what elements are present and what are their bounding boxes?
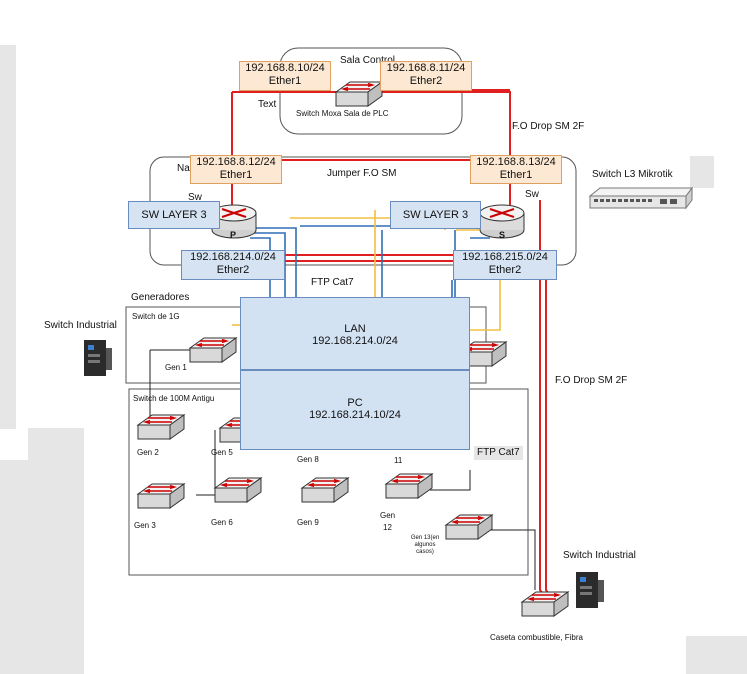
fo-drop-right-label: F.O Drop SM 2F bbox=[555, 375, 628, 386]
switch-gen13-icon bbox=[445, 514, 493, 540]
switch-gen3-icon bbox=[137, 483, 185, 509]
background-panel-left bbox=[0, 45, 16, 429]
ftp-link-6 bbox=[470, 280, 501, 331]
generadores-label: Generadores bbox=[131, 292, 190, 303]
ip-813-text: 192.168.8.13/24 bbox=[476, 156, 556, 168]
switch-1g-label: Switch de 1G bbox=[132, 312, 180, 321]
lan-box: LAN 192.168.214.0/24 bbox=[240, 297, 470, 370]
fiber-link-top-right bbox=[380, 91, 511, 160]
ftp-cat7-box-label: FTP Cat7 bbox=[474, 446, 523, 460]
ether1-top-text: Ether1 bbox=[268, 75, 302, 87]
ftp-cat7-top-label: FTP Cat7 bbox=[311, 277, 354, 288]
router-s-label: S bbox=[499, 230, 506, 240]
link-gen3 bbox=[196, 430, 216, 496]
mikrotik-label: Switch L3 Mikrotik bbox=[592, 169, 673, 180]
mikrotik-device-icon bbox=[588, 186, 693, 210]
ether2-right-text: Ether2 bbox=[488, 264, 522, 276]
sw-layer3-left-box: SW LAYER 3 bbox=[128, 201, 220, 229]
link-gen13 bbox=[488, 529, 536, 590]
gen9-label: Gen 9 bbox=[297, 518, 319, 527]
switch-industrial-left-label: Switch Industrial bbox=[44, 320, 117, 331]
switch-gen12-icon bbox=[385, 473, 433, 499]
switch-gen1-icon bbox=[189, 337, 237, 363]
ip-812-text: 192.168.8.12/24 bbox=[196, 156, 276, 168]
ether1-left-text: Ether1 bbox=[219, 169, 253, 181]
fiber-drop-2 bbox=[545, 280, 554, 601]
lan-title: LAN bbox=[344, 323, 366, 335]
router-p-icon bbox=[211, 204, 257, 239]
caseta-label: Caseta combustible, Fibra bbox=[490, 633, 583, 642]
fo-drop-top-label: F.O Drop SM 2F bbox=[512, 121, 585, 132]
sw-layer3-right-box: SW LAYER 3 bbox=[390, 201, 481, 229]
text-placeholder-label: Text bbox=[258, 99, 277, 110]
industrial-switch-left-icon bbox=[84, 340, 112, 376]
background-panel-right-small bbox=[690, 156, 714, 188]
switch-moxa-label: Switch Moxa Sala de PLC bbox=[296, 109, 389, 118]
background-panel-bottom-right bbox=[686, 636, 747, 674]
switch-moxa-icon bbox=[335, 81, 383, 107]
switch-gen9-icon bbox=[301, 477, 349, 503]
sala-control-label: Sala Control bbox=[340, 55, 396, 66]
switch-industrial-right-label: Switch Industrial bbox=[563, 550, 636, 561]
ip-box-214: 192.168.214.0/24 Ether2 bbox=[181, 250, 285, 280]
switch-gen6-icon bbox=[214, 477, 262, 503]
ip-215-text: 192.168.215.0/24 bbox=[462, 251, 548, 263]
switch-gen2-icon bbox=[137, 414, 185, 440]
switch-caseta-icon bbox=[521, 591, 569, 617]
gen6-label: Gen 6 bbox=[211, 518, 233, 527]
ip-811-text: 192.168.8.11/24 bbox=[386, 62, 466, 74]
gen12-label-bottom: 12 bbox=[383, 523, 392, 532]
industrial-switch-right-icon bbox=[576, 572, 604, 608]
ip-box-813: 192.168.8.13/24 Ether1 bbox=[470, 155, 562, 184]
pc-ip: 192.168.214.10/24 bbox=[309, 409, 401, 421]
ether1-right-text: Ether1 bbox=[499, 169, 533, 181]
na-label: Na bbox=[177, 163, 190, 174]
gen13-label: Gen 13(en algunos casos) bbox=[410, 535, 440, 556]
gen5-label: Gen 5 bbox=[211, 448, 233, 457]
gen12-label-top: Gen bbox=[380, 511, 396, 520]
pc-title: PC bbox=[347, 397, 363, 409]
background-panel-lower-left bbox=[28, 428, 84, 674]
ip-box-215: 192.168.215.0/24 Ether2 bbox=[453, 250, 557, 280]
sw-right-label: Sw bbox=[525, 189, 539, 200]
gen2-label: Gen 2 bbox=[137, 448, 159, 457]
copper-link-2 bbox=[250, 232, 286, 298]
gen1-label: Gen 1 bbox=[165, 363, 187, 372]
ip-810-text: 192.168.8.10/24 bbox=[245, 62, 325, 74]
background-panel-strip bbox=[0, 460, 30, 674]
jumper-label: Jumper F.O SM bbox=[327, 168, 397, 179]
ether2-top-text: Ether2 bbox=[409, 75, 443, 87]
ip-box-810: 192.168.8.10/24 Ether1 bbox=[239, 61, 331, 91]
router-s-icon bbox=[479, 204, 525, 239]
ip-box-811: 192.168.8.11/24 Ether2 bbox=[380, 61, 472, 91]
copper-link-1 bbox=[250, 227, 297, 298]
link-gen11 bbox=[430, 470, 471, 491]
router-p-label: P bbox=[230, 230, 237, 240]
gen11-label: 11 bbox=[394, 456, 403, 465]
ip-214-text: 192.168.214.0/24 bbox=[190, 251, 276, 263]
sw-left-label: Sw bbox=[188, 192, 202, 203]
gen8-label: Gen 8 bbox=[297, 455, 319, 464]
pc-box: PC 192.168.214.10/24 bbox=[240, 370, 470, 450]
lan-ip: 192.168.214.0/24 bbox=[312, 335, 398, 347]
gen3-label: Gen 3 bbox=[134, 521, 156, 530]
ether2-left-text: Ether2 bbox=[216, 264, 250, 276]
switch-100m-label: Switch de 100M Antigu bbox=[133, 394, 215, 403]
ip-box-812: 192.168.8.12/24 Ether1 bbox=[190, 155, 282, 184]
